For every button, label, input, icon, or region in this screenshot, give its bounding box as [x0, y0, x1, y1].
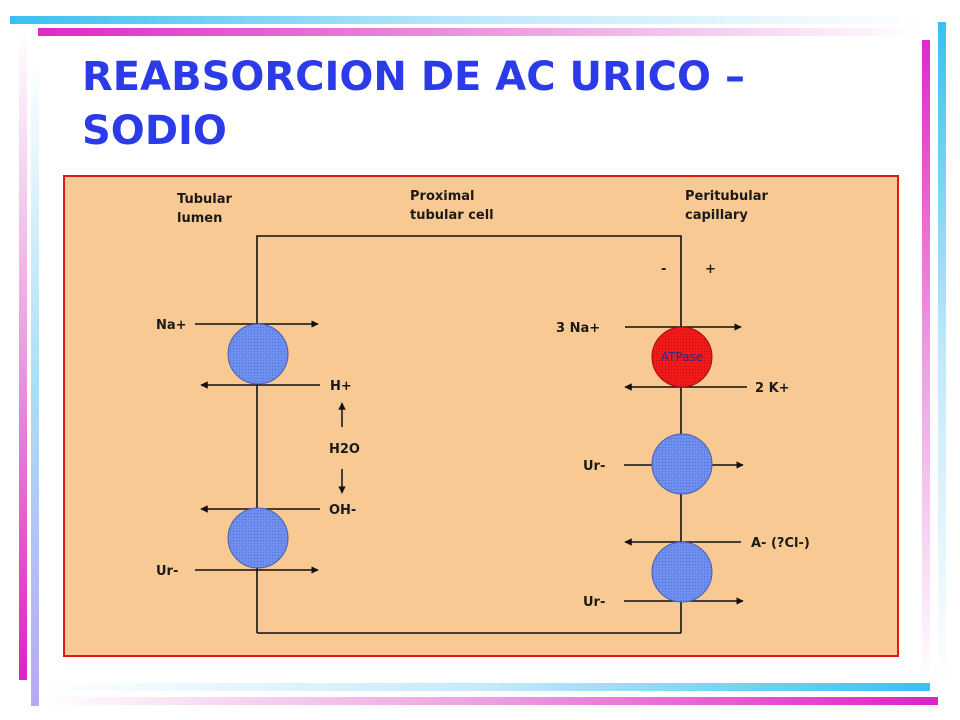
- deco-bar-left-cyan: [31, 60, 39, 706]
- label-ur-left: Ur-: [156, 564, 178, 579]
- label-tubular-lumen-1: Tubular: [177, 192, 232, 207]
- deco-bar-right-cyan: [938, 22, 946, 688]
- transport-diagram-svg: Tubular lumen Proximal tubular cell Peri…: [156, 189, 810, 634]
- transport-diagram: Tubular lumen Proximal tubular cell Peri…: [63, 175, 899, 657]
- na-h-exchanger: [227, 323, 289, 385]
- label-2k: 2 K+: [755, 381, 790, 396]
- anion-ur-exchanger: [651, 541, 713, 603]
- label-tubular-lumen-2: lumen: [177, 211, 222, 226]
- label-3na: 3 Na+: [556, 321, 600, 336]
- na-k-atpase: [651, 326, 713, 388]
- label-ur-right-lower: Ur-: [583, 595, 605, 610]
- label-proximal-cell-1: Proximal: [410, 189, 475, 204]
- ur-transporter-upper: [651, 433, 713, 495]
- deco-bar-left-magenta: [19, 28, 27, 680]
- cell-membrane-outline: [256, 235, 682, 325]
- label-na-left: Na+: [156, 318, 187, 333]
- label-anion: A- (?Cl-): [751, 536, 810, 551]
- deco-bar-bottom-magenta: [40, 697, 938, 705]
- label-oh: OH-: [329, 503, 356, 518]
- slide-title: REABSORCION DE AC URICO – SODIO: [82, 50, 882, 158]
- membrane-plus-sign: +: [705, 262, 716, 277]
- label-peritubular-1: Peritubular: [685, 189, 768, 204]
- label-atpase: ATPase: [661, 350, 703, 364]
- deco-bar-top-cyan: [10, 16, 928, 24]
- slide-title-line-1: REABSORCION DE AC URICO –: [82, 54, 745, 100]
- deco-bar-right-magenta: [922, 40, 930, 680]
- oh-ur-exchanger: [227, 507, 289, 569]
- slide-title-line-2: SODIO: [82, 108, 227, 154]
- label-proximal-cell-2: tubular cell: [410, 208, 494, 223]
- label-peritubular-2: capillary: [685, 208, 748, 223]
- label-h: H+: [330, 379, 352, 394]
- deco-bar-top-magenta: [38, 28, 923, 36]
- membrane-minus-sign: -: [661, 262, 666, 277]
- label-ur-right-upper: Ur-: [583, 459, 605, 474]
- deco-bar-bottom-cyan: [40, 683, 930, 691]
- label-h2o: H2O: [329, 442, 360, 457]
